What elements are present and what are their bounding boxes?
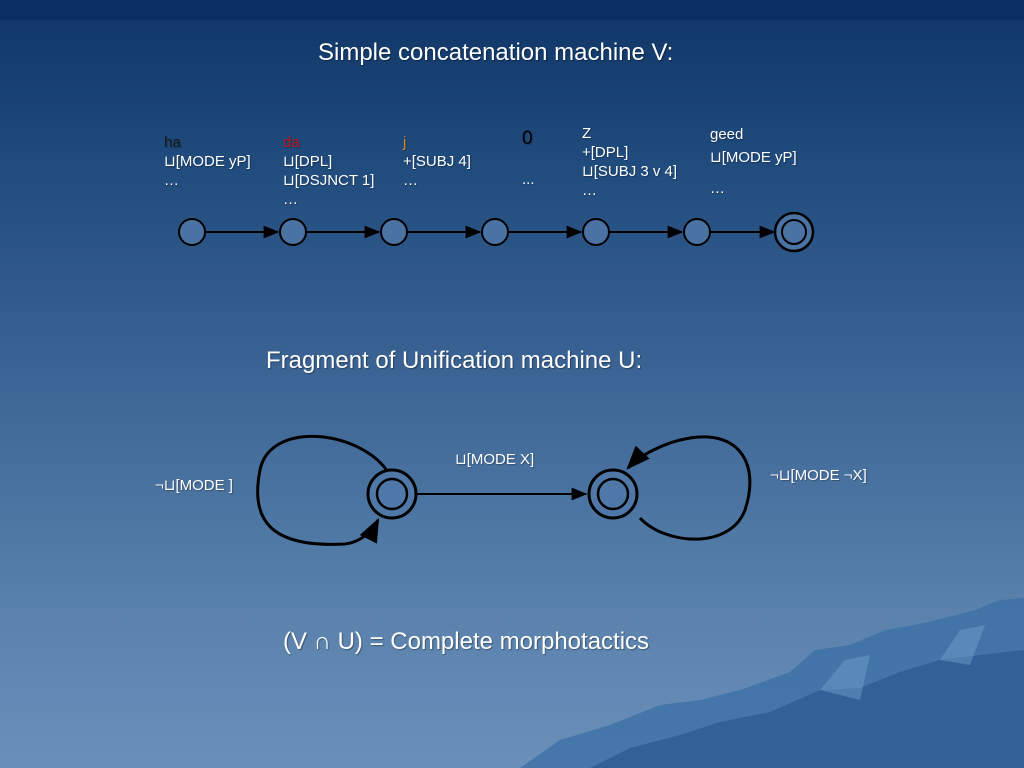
v-line: ⊔[DPL]	[283, 153, 333, 170]
machine-u	[256, 435, 752, 546]
mountain-front	[590, 650, 1024, 768]
machine-v-states	[178, 211, 815, 253]
u-loop-right-label: ¬⊔[MODE ¬X]	[770, 467, 867, 484]
u-loop-right	[626, 435, 752, 541]
v-label-2: da ⊔[DPL] ⊔[DSJNCT 1] …	[283, 133, 374, 209]
u-loop-left	[256, 435, 390, 546]
v-state-6	[683, 218, 711, 246]
v-state-1	[178, 218, 206, 246]
v-line: …	[164, 172, 179, 189]
mountain-art	[520, 598, 1024, 768]
v-state-5	[582, 218, 610, 246]
u-loop-left-label: ¬⊔[MODE ]	[155, 477, 233, 494]
v-state-final-inner	[781, 219, 807, 245]
v-state-2	[279, 218, 307, 246]
v-line: ⊔[DSJNCT 1]	[283, 172, 375, 189]
u-state-left-inner	[375, 477, 409, 511]
v-line: …	[582, 182, 597, 199]
conclusion-text: (V ∩ U) = Complete morphotactics	[283, 628, 650, 655]
v-state-3	[380, 218, 408, 246]
v-word-zero: 0	[522, 128, 533, 149]
v-word-j: j	[403, 134, 407, 151]
v-line: +[SUBJ 4]	[403, 153, 471, 170]
v-label-1: ha ⊔[MODE yP] …	[164, 133, 251, 190]
v-line: …	[710, 180, 725, 197]
v-line: …	[283, 191, 298, 208]
v-word-z: Z	[582, 125, 592, 142]
v-line: ⊔[SUBJ 3 v 4]	[582, 163, 678, 180]
top-band	[0, 0, 1024, 20]
v-label-3: j +[SUBJ 4] …	[403, 133, 471, 190]
title-machine-v: Simple concatenation machine V:	[318, 39, 674, 66]
v-label-4: 0 ...	[522, 127, 535, 189]
v-word-da: da	[283, 134, 300, 151]
u-edge-label: ⊔[MODE X]	[455, 451, 535, 468]
v-line: +[DPL]	[582, 144, 629, 161]
v-word-geed: geed	[710, 126, 744, 143]
v-line: …	[403, 172, 418, 189]
v-line: ...	[522, 171, 535, 188]
v-label-5: Z +[DPL] ⊔[SUBJ 3 v 4] …	[582, 124, 677, 200]
v-line: ⊔[MODE yP]	[710, 149, 797, 166]
v-state-4	[481, 218, 509, 246]
title-machine-u: Fragment of Unification machine U:	[266, 347, 643, 374]
v-line: ⊔[MODE yP]	[164, 153, 251, 170]
u-state-right-inner	[596, 477, 630, 511]
v-label-6: geed ⊔[MODE yP] …	[710, 126, 797, 197]
mountain-highlight	[820, 625, 985, 700]
v-word-ha: ha	[164, 134, 181, 151]
